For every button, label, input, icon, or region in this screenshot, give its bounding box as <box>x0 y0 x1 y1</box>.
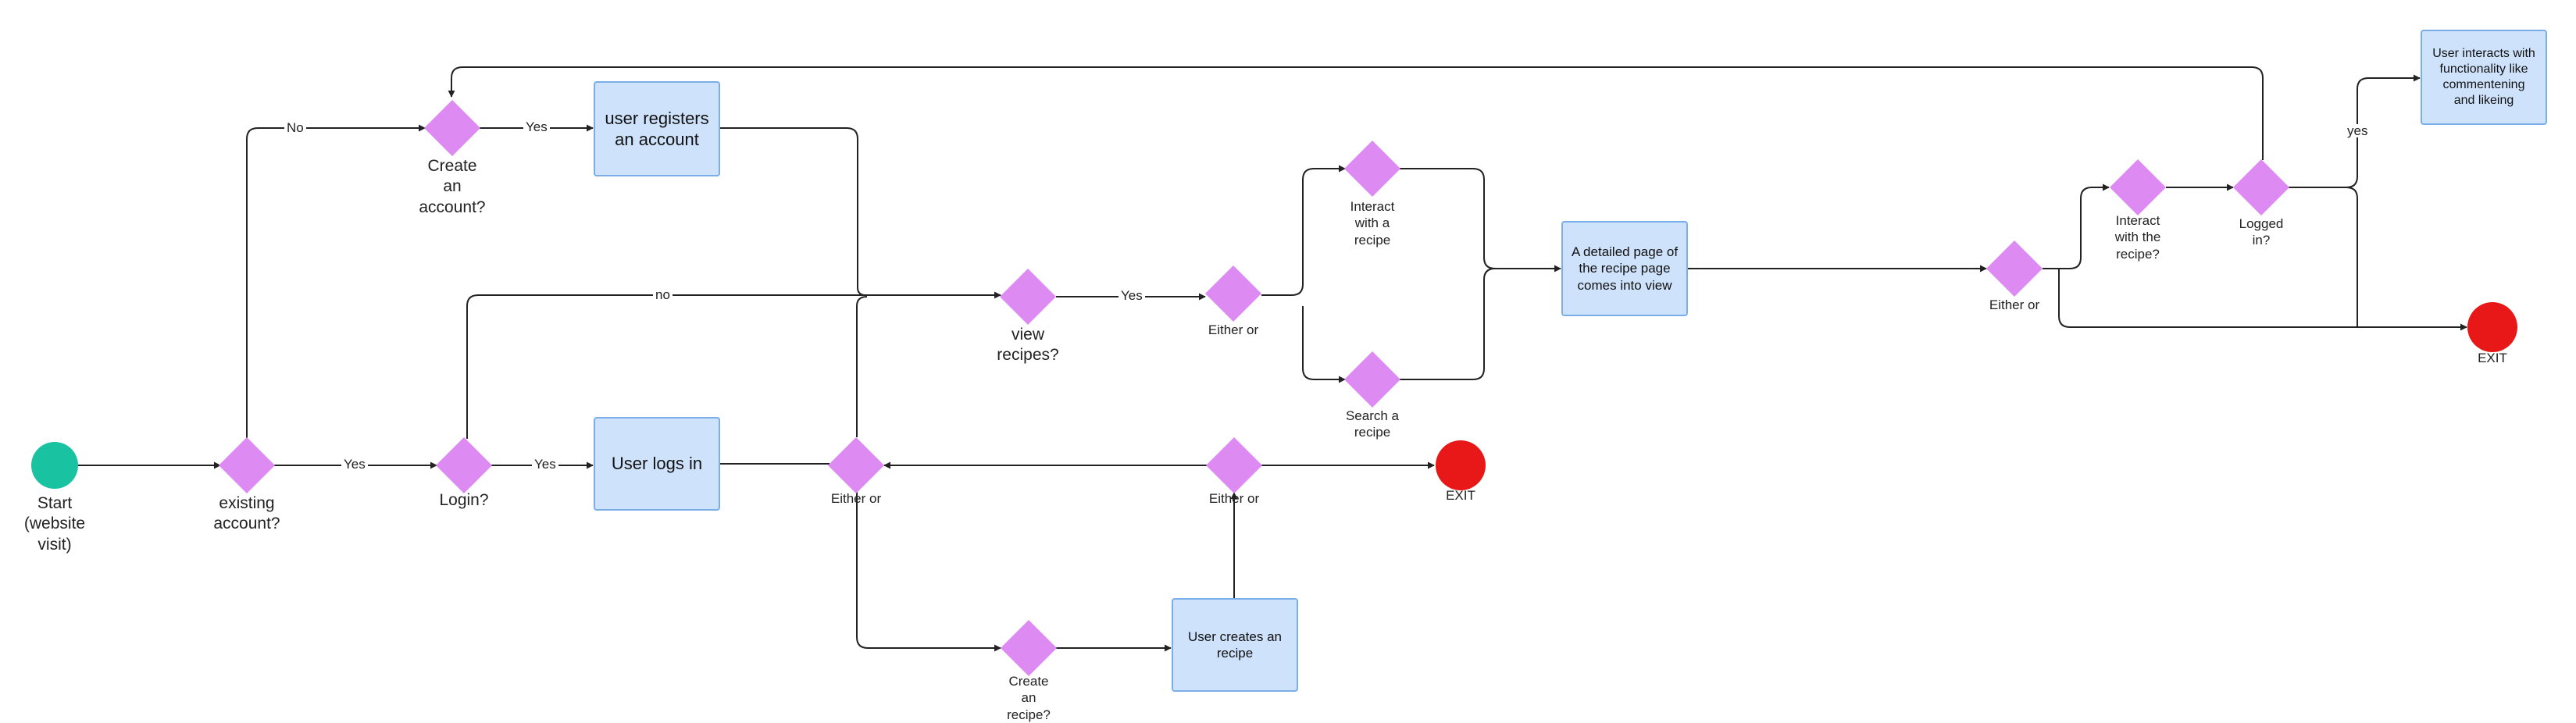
edge-label-yes-login: Yes <box>341 458 368 471</box>
edge-either-createrecipe <box>856 492 1001 652</box>
process-detailed-page: A detailed page of the recipe page comes… <box>1561 221 1688 316</box>
edge-label-yes-view: Yes <box>1119 289 1145 302</box>
edge-eitherright-exit <box>2058 269 2467 331</box>
decision-existing-account <box>219 437 275 493</box>
edge-label-no-create: No <box>284 121 306 134</box>
label-either-or-mid: Either or <box>1208 322 1259 337</box>
process-user-registers: user registers an account <box>594 81 720 176</box>
label-logged-in: Logged in? <box>2239 216 2284 248</box>
edge-eithermid-search <box>1302 306 1346 383</box>
edge-either-view <box>856 296 868 437</box>
decision-either-or-center <box>828 437 884 493</box>
shapes <box>31 100 2517 676</box>
edge-interact-detail <box>1400 168 1561 272</box>
decision-either-or-bottom <box>1206 437 1262 493</box>
edge-eitherright-interact <box>2043 183 2110 269</box>
label-login: Login? <box>439 491 489 509</box>
label-start: Start (website visit) <box>23 494 86 554</box>
edge-login-view <box>466 291 1001 439</box>
label-create-recipe: Create an recipe? <box>1007 674 1051 722</box>
decision-search-recipe <box>1344 351 1400 408</box>
label-search-recipe: Search a recipe <box>1345 408 1400 440</box>
label-create-account: Create an account? <box>419 157 486 216</box>
edge-register-view <box>719 127 866 296</box>
process-user-creates-recipe: User creates an recipe <box>1172 598 1298 692</box>
label-either-or-right: Either or <box>1989 297 2040 312</box>
edge-label-yes-logs-in: Yes <box>532 458 558 471</box>
edge-search-detail <box>1400 268 1496 380</box>
exit-node-mid <box>1436 440 1486 490</box>
decision-either-or-right <box>1986 240 2043 297</box>
edge-label-yes-register: Yes <box>523 120 550 134</box>
process-user-interacts: User interacts with functionality like c… <box>2421 30 2547 125</box>
decision-either-or-mid <box>1205 265 1261 322</box>
edge-eithermid-interact <box>1261 165 1346 296</box>
decision-view-recipes <box>1000 269 1056 325</box>
label-view-recipes: view recipes? <box>997 326 1059 365</box>
connectors <box>78 66 2467 652</box>
process-user-logs-in: User logs in <box>594 417 720 511</box>
label-either-or-center: Either or <box>830 491 882 506</box>
label-interact-recipe: Interact with a recipe <box>1350 199 1395 248</box>
decision-logged-in <box>2233 159 2289 215</box>
decision-create-account <box>424 100 480 156</box>
decision-interact-recipe <box>1344 141 1400 197</box>
edge-label-yes-logged: yes <box>2345 124 2371 137</box>
edge-existing-create <box>246 124 426 439</box>
label-interact-with-recipe: Interact with the recipe? <box>2114 213 2161 262</box>
decision-create-recipe <box>1001 620 1057 676</box>
label-exit-right: EXIT <box>2478 351 2507 365</box>
edge-label-no-view: no <box>653 288 673 301</box>
decision-interact-with-recipe <box>2110 159 2166 215</box>
label-either-or-bottom: Either or <box>1208 491 1260 506</box>
label-existing-account: existing account? <box>213 494 280 533</box>
exit-node-right <box>2467 302 2517 352</box>
label-exit-mid: EXIT <box>1446 488 1475 503</box>
edge-logged-exit <box>2346 187 2358 327</box>
start-node <box>31 442 78 489</box>
edge-logged-createaccount <box>448 66 2264 160</box>
decision-login <box>436 437 492 493</box>
